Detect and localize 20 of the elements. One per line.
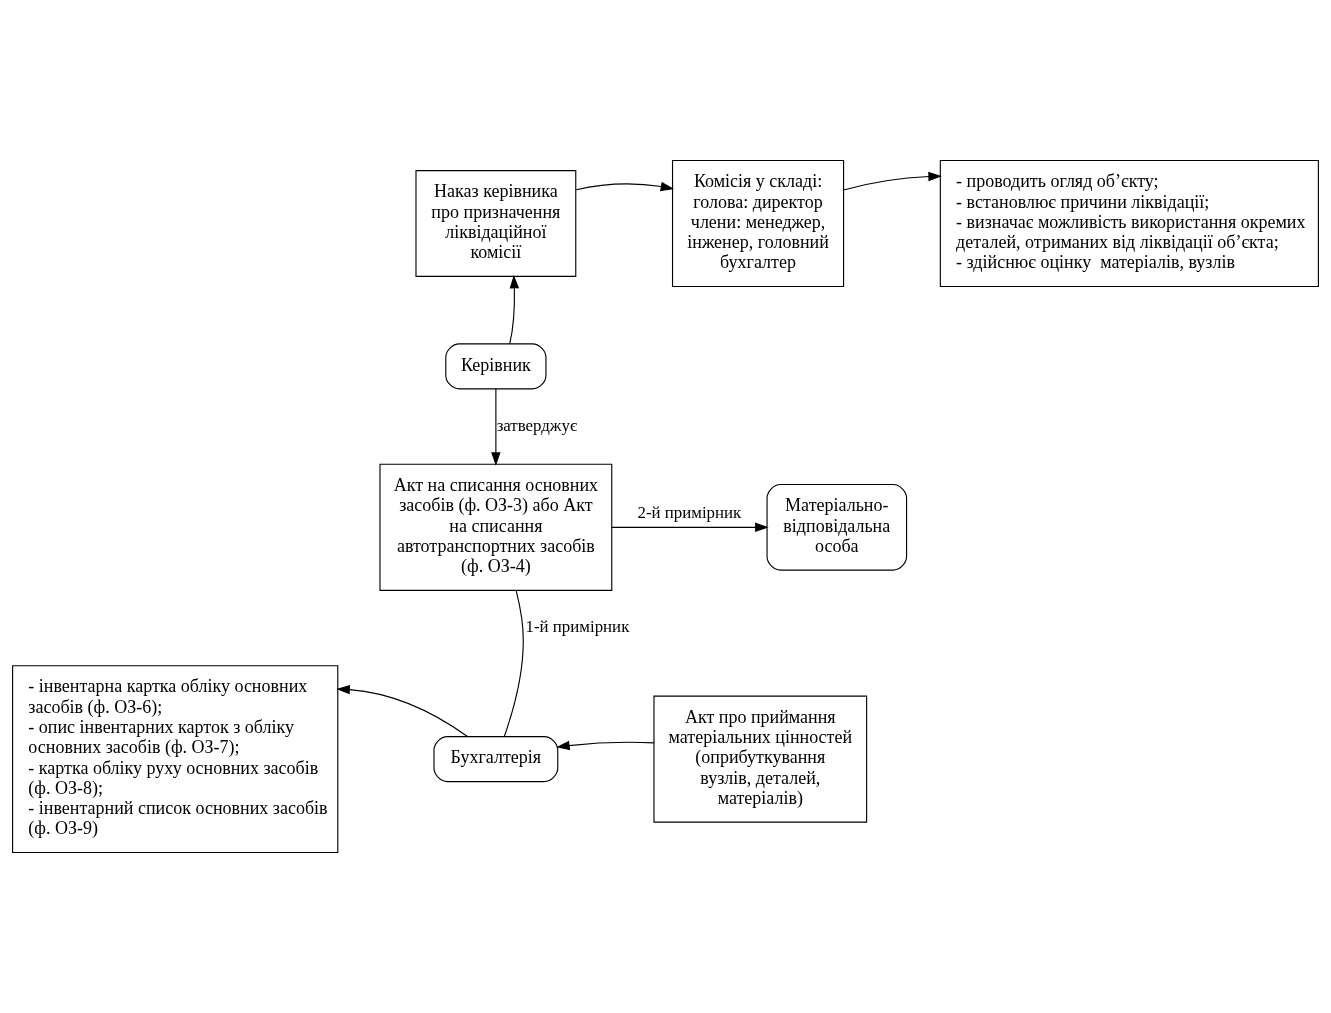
arrow xyxy=(575,181,675,192)
arrow xyxy=(491,388,501,466)
edge-label: 1-й примірник xyxy=(525,616,630,636)
node-box: - проводить огляд об’єкту; - встановлює причини ліквідації; - визначає можливість використання окремих деталей, отриманих від ліквідації об’єкта; - здійснює оцінку матеріалів, вузлів xyxy=(939,159,1319,288)
arrow xyxy=(843,171,942,191)
edge-label: 2-й примірник xyxy=(637,503,742,523)
node-box: Акт на списання основних засобів (ф. ОЗ-3) або Акт на списання автотранспортних засобів (ф. ОЗ-4) xyxy=(379,463,613,591)
node-box: Наказ керівника про призначення ліквідаційної комісії xyxy=(415,170,577,277)
node-box: Комісія у складі: голова: директор члени: менеджер, інженер, головний бухгалтер xyxy=(671,159,845,288)
arrow xyxy=(611,522,769,533)
arrow xyxy=(556,740,655,751)
node-box: Бухгалтерія xyxy=(433,736,559,783)
node-box: Керівник xyxy=(445,343,547,390)
arrow xyxy=(509,274,520,345)
node-box: Акт про приймання матеріальних цінностей (оприбуткування вузлів, деталей, матеріалів) xyxy=(653,695,868,823)
arrow xyxy=(336,684,469,738)
edge-label: затверджує xyxy=(496,415,578,435)
node-box: Матеріально-відповідальна особа xyxy=(766,484,908,571)
node-box: - інвентарна картка обліку основних засобів (ф. ОЗ-6); - опис інвентарних карток з обліку основних засобів (ф. ОЗ-7); - картка обліку руху основних засобів (ф. ОЗ-8); - інвентарний список основних засобів (ф. ОЗ-9) xyxy=(12,665,339,854)
connector xyxy=(503,589,524,737)
